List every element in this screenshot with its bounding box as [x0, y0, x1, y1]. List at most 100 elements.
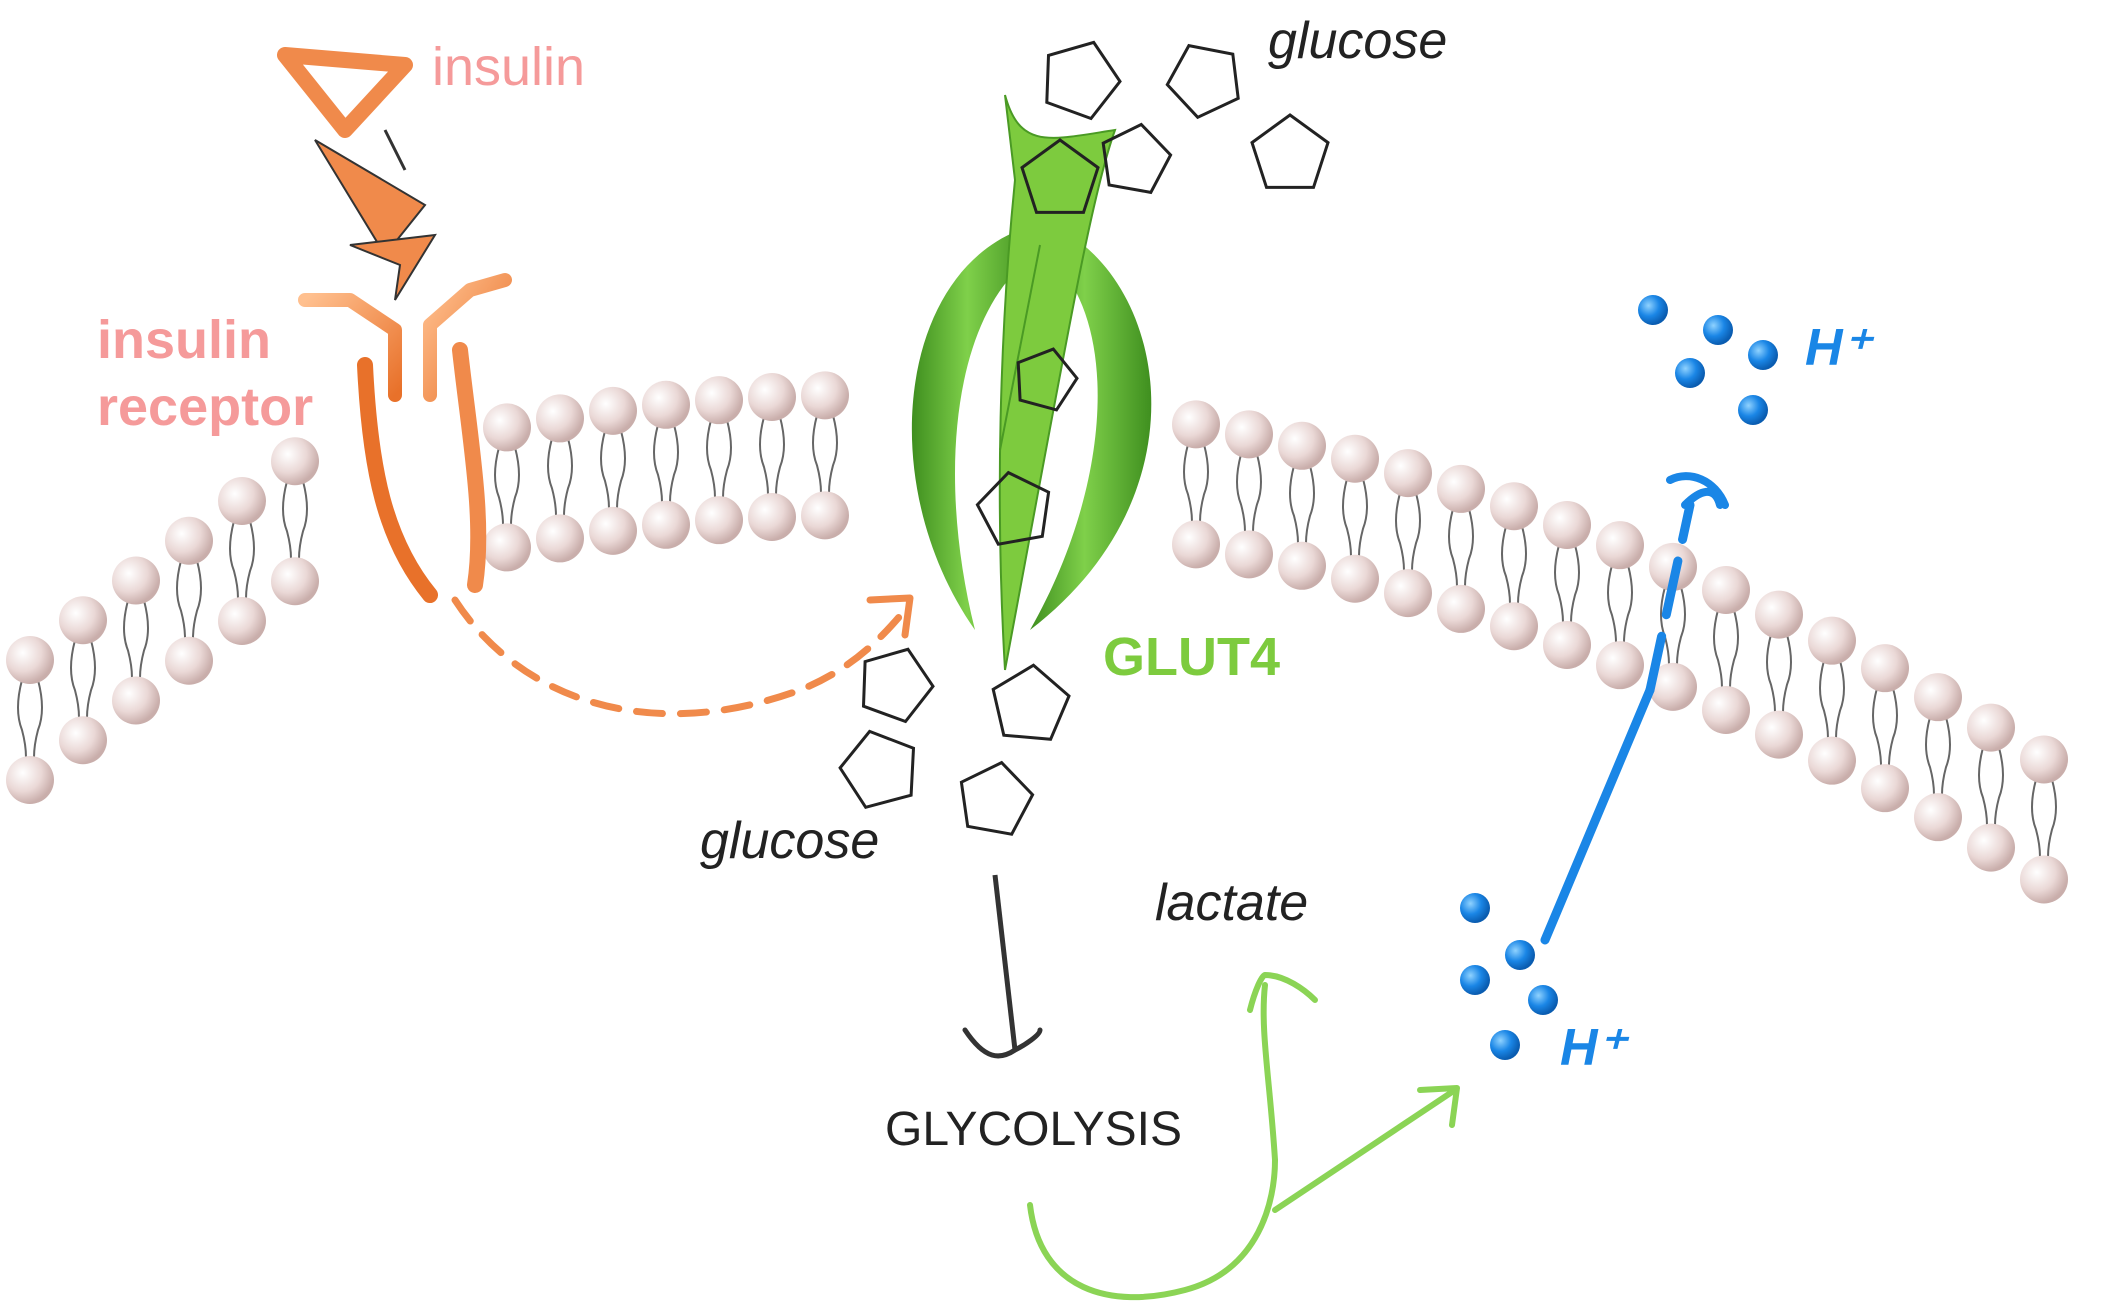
glucose-pentagon-icon [838, 729, 916, 810]
lipid-head-icon [218, 597, 266, 645]
lipid [1225, 410, 1273, 579]
lipid-head-icon [1543, 620, 1591, 669]
lipid-head-icon [642, 380, 690, 429]
proton-dot-icon [1505, 940, 1535, 970]
lipid-head-icon [483, 523, 531, 572]
glut4-label: GLUT4 [1103, 627, 1280, 687]
lipid-head-icon [1278, 421, 1326, 470]
glucose-outside-label: glucose [1268, 12, 1447, 70]
lipid-head-icon [1172, 400, 1220, 449]
insulin-receptor [298, 273, 512, 603]
lipid-head-icon [271, 557, 319, 606]
lipid-head-icon [2020, 855, 2068, 904]
insulin-molecule [277, 47, 437, 301]
lipid [1278, 421, 1326, 590]
lipid-head-icon [1596, 641, 1644, 690]
lipid-head-icon [801, 491, 849, 540]
proton-dot-icon [1528, 985, 1558, 1015]
lipid-head-icon [2020, 735, 2068, 784]
lipid-head-icon [1437, 464, 1485, 513]
lipid [801, 371, 849, 540]
lipid-head-icon [1437, 584, 1485, 633]
lipid-head-icon [748, 373, 796, 422]
lipid-head-icon [1861, 644, 1909, 693]
lipid-head-icon [59, 596, 107, 645]
lipid-head-icon [1649, 662, 1697, 711]
lipid-head-icon [1861, 764, 1909, 813]
glycolysis-arrow [962, 874, 1043, 1059]
protons [1460, 295, 1778, 1060]
lipid-head-icon [1172, 520, 1220, 569]
proton-dot-icon [1703, 315, 1733, 345]
lipid-head-icon [1278, 541, 1326, 590]
lipid-head-icon [271, 437, 319, 486]
glucose-inside-label: glucose [700, 812, 879, 870]
glycolysis-label: GLYCOLYSIS [885, 1103, 1182, 1156]
lipid-head-icon [1755, 590, 1803, 639]
lipid [271, 437, 319, 606]
lipid-head-icon [112, 676, 160, 725]
lipid-head-icon [1702, 685, 1750, 734]
glucose-pentagon-icon [861, 647, 935, 724]
lipid [1437, 464, 1485, 633]
proton-dot-icon [1738, 395, 1768, 425]
lipid [642, 380, 690, 549]
glucose-pentagon-icon [1250, 113, 1330, 189]
lipid-head-icon [165, 516, 213, 565]
lipid [1384, 449, 1432, 618]
lipid [6, 636, 54, 804]
glucose-pentagon-icon [1020, 138, 1100, 214]
lipid [2020, 735, 2068, 904]
insulin-label: insulin [432, 37, 585, 97]
lipid [1331, 434, 1379, 603]
lipid-head-icon [642, 500, 690, 549]
lactate-label: lactate [1155, 874, 1308, 932]
lipid-head-icon [112, 556, 160, 605]
lipid [59, 596, 107, 765]
lipid-head-icon [1967, 703, 2015, 752]
glucose-molecules [838, 40, 1330, 836]
insulin-arrowhead-icon [349, 233, 437, 301]
lipid [1543, 500, 1591, 669]
lipid-head-icon [589, 506, 637, 555]
lipid-head-icon [6, 756, 54, 804]
lipid-head-icon [483, 403, 531, 452]
insulin-receptor-label-line2: receptor [97, 377, 313, 437]
glucose-pentagon-icon [1101, 122, 1173, 195]
lipid [1172, 400, 1220, 569]
lipid-head-icon [165, 636, 213, 685]
lipid-head-icon [695, 376, 743, 425]
lipid-head-icon [1490, 602, 1538, 651]
lipid [1490, 482, 1538, 651]
lipid-head-icon [1225, 530, 1273, 579]
lipid [695, 376, 743, 545]
proton-dot-icon [1748, 340, 1778, 370]
lipid [218, 477, 266, 645]
glucose-pentagon-icon [1045, 40, 1122, 121]
lipid [1702, 565, 1750, 734]
lipid-head-icon [1596, 521, 1644, 570]
lipid-head-icon [536, 514, 584, 563]
signaling-arrow [451, 594, 914, 718]
glucose-pentagon-icon [1016, 347, 1079, 412]
h-plus-inside-label: H⁺ [1560, 1019, 1630, 1077]
lipid [1861, 644, 1909, 813]
proton-dot-icon [1675, 358, 1705, 388]
proton-dot-icon [1460, 893, 1490, 923]
lipid [1914, 673, 1962, 842]
lipid [112, 556, 160, 725]
lipid-head-icon [1331, 554, 1379, 603]
proton-efflux-arrow [1540, 472, 1729, 945]
insulin-triangle-icon [277, 47, 413, 138]
lipid [165, 516, 213, 685]
lipid-head-icon [589, 386, 637, 435]
glut4-transporter [911, 94, 1152, 671]
lipid-head-icon [1914, 793, 1962, 842]
lipid-head-icon [1914, 673, 1962, 722]
metabolic-output-arrows [1027, 971, 1460, 1301]
lipid-head-icon [6, 636, 54, 684]
lipid-head-icon [1384, 449, 1432, 498]
insulin-arrowhead-icon [314, 139, 427, 257]
lipid-head-icon [59, 716, 107, 765]
